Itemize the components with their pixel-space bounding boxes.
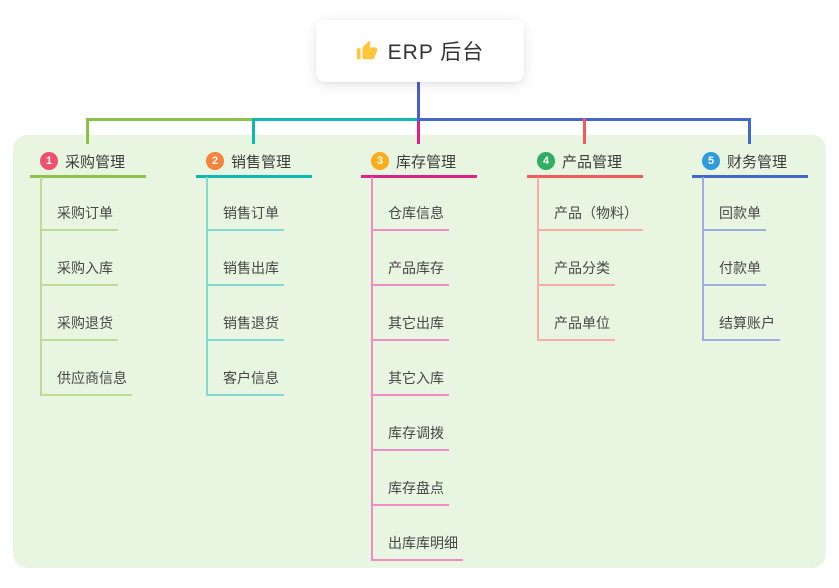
branch-title-label: 销售管理 xyxy=(231,153,292,171)
branch-title-node[interactable]: 2 销售管理 xyxy=(196,150,312,178)
connector-line xyxy=(417,118,420,144)
branch-spine-line xyxy=(40,177,42,396)
connector-line xyxy=(86,118,255,121)
child-node[interactable]: 产品分类 xyxy=(537,259,615,286)
child-node[interactable]: 产品单位 xyxy=(537,314,615,341)
branch-3: 3 库存管理仓库信息产品库存其它出库其它入库库存调拨库存盘点出库库明细 xyxy=(361,150,477,561)
child-node[interactable]: 回款单 xyxy=(702,204,766,231)
branch-title-node[interactable]: 1 采购管理 xyxy=(30,150,146,178)
branch-title-node[interactable]: 4 产品管理 xyxy=(527,150,643,178)
child-node[interactable]: 销售订单 xyxy=(206,204,284,231)
branch-2: 2 销售管理销售订单销售出库销售退货客户信息 xyxy=(196,150,312,396)
branch-spine-line xyxy=(371,177,373,561)
branch-5: 5 财务管理回款单付款单结算账户 xyxy=(692,150,808,341)
child-node[interactable]: 采购退货 xyxy=(40,314,118,341)
connector-line xyxy=(252,118,255,144)
branch-number-badge: 5 xyxy=(702,152,720,170)
thumbs-up-icon xyxy=(356,40,378,62)
child-node[interactable]: 客户信息 xyxy=(206,369,284,396)
branch-title-node[interactable]: 5 财务管理 xyxy=(692,150,808,178)
branch-number-badge: 4 xyxy=(537,152,555,170)
child-node[interactable]: 销售出库 xyxy=(206,259,284,286)
branch-number-badge: 2 xyxy=(206,152,224,170)
child-node[interactable]: 产品库存 xyxy=(371,259,449,286)
connector-line xyxy=(86,118,89,144)
branch-spine-line xyxy=(702,177,704,341)
child-node[interactable]: 其它出库 xyxy=(371,314,449,341)
child-node[interactable]: 出库库明细 xyxy=(371,534,463,561)
root-node[interactable]: ERP 后台 xyxy=(316,20,524,82)
branch-title-label: 产品管理 xyxy=(562,153,623,171)
branches-panel xyxy=(13,135,826,568)
connector-line xyxy=(417,82,420,121)
child-node[interactable]: 结算账户 xyxy=(702,314,780,341)
branch-title-node[interactable]: 3 库存管理 xyxy=(361,150,477,178)
child-node[interactable]: 库存调拨 xyxy=(371,424,449,451)
child-node[interactable]: 库存盘点 xyxy=(371,479,449,506)
child-node[interactable]: 其它入库 xyxy=(371,369,449,396)
branch-4: 4 产品管理产品（物料） 产品分类产品单位 xyxy=(527,150,643,341)
branch-title-label: 采购管理 xyxy=(65,153,126,171)
child-node[interactable]: 采购入库 xyxy=(40,259,118,286)
child-node[interactable]: 仓库信息 xyxy=(371,204,449,231)
root-title: ERP 后台 xyxy=(387,41,485,64)
branch-number-badge: 1 xyxy=(40,152,58,170)
connector-line xyxy=(583,118,586,144)
child-node[interactable]: 付款单 xyxy=(702,259,766,286)
branch-1: 1 采购管理采购订单采购入库采购退货供应商信息 xyxy=(30,150,146,396)
branch-spine-line xyxy=(206,177,208,396)
connector-line xyxy=(748,118,751,144)
branch-title-label: 财务管理 xyxy=(727,153,788,171)
child-node[interactable]: 采购订单 xyxy=(40,204,118,231)
branch-title-label: 库存管理 xyxy=(396,153,457,171)
child-node[interactable]: 产品（物料） xyxy=(537,204,643,231)
connector-line xyxy=(252,118,420,121)
child-node[interactable]: 销售退货 xyxy=(206,314,284,341)
branch-number-badge: 3 xyxy=(371,152,389,170)
branch-spine-line xyxy=(537,177,539,341)
child-node[interactable]: 供应商信息 xyxy=(40,369,132,396)
